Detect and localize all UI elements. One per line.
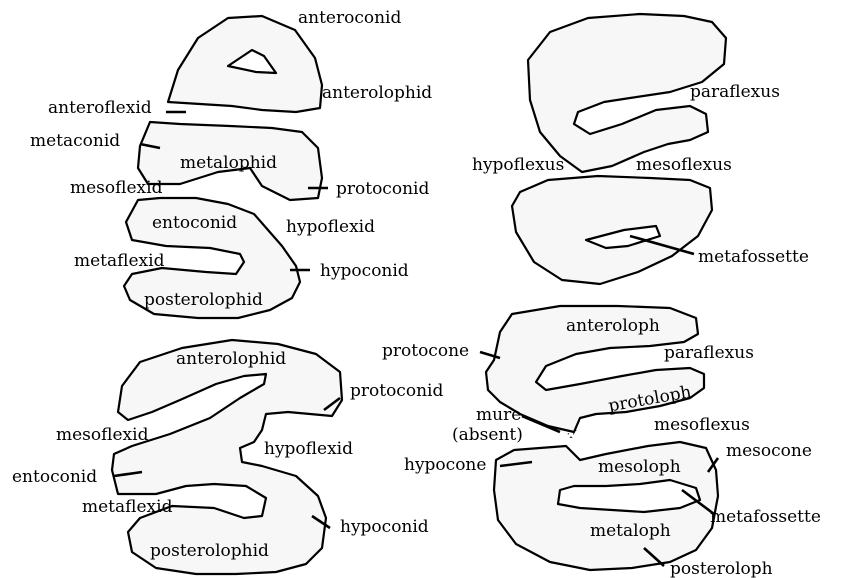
upper-molar-top-posterior-lobe [512,176,712,284]
label-posterolophid-bottom: posterolophid [150,541,269,561]
label-mesoflexid-bottom: mesoflexid [56,425,149,445]
label-absent: (absent) [452,425,523,445]
label-anteroconid: anteroconid [298,8,401,28]
label-protoconid-top: protoconid [336,179,429,199]
label-mesoflexid-top: mesoflexid [70,178,163,198]
label-hypoflexid-bottom: hypoflexid [264,439,353,459]
label-anteroflexid: anteroflexid [48,98,152,118]
label-mesocone: mesocone [726,441,812,461]
label-metalophid: metalophid [180,153,277,173]
label-anterolophid-bottom: anterolophid [176,349,286,369]
label-paraflexus-top: paraflexus [690,82,780,102]
label-mure: mure [476,405,521,425]
label-metaconid: metaconid [30,131,120,151]
label-entoconid-top: entoconid [152,213,237,233]
label-anteroloph: anteroloph [566,316,660,336]
label-entoconid-bottom: entoconid [12,467,97,487]
label-hypoconid-bottom: hypoconid [340,517,429,537]
label-metaflexid-top: metaflexid [74,251,165,271]
label-protocone: protocone [382,341,469,361]
label-metaflexid-bottom: metaflexid [82,497,173,517]
label-hypoconid-top: hypoconid [320,261,409,281]
label-posteroloph: posteroloph [670,559,773,578]
label-paraflexus-bottom: paraflexus [664,343,754,363]
label-metafossette-bottom: metafossette [710,507,821,527]
label-mesoloph: mesoloph [598,457,681,477]
label-hypoflexid-top: hypoflexid [286,217,375,237]
label-anterolophid-top: anterolophid [322,83,432,103]
label-hypoflexus: hypoflexus [472,155,564,175]
label-metafossette-top: metafossette [698,247,809,267]
label-mesoflexus-bottom: mesoflexus [654,415,750,435]
label-protoconid-bottom: protoconid [350,381,443,401]
label-mesoflexus-top: mesoflexus [636,155,732,175]
label-posterolophid-top: posterolophid [144,290,263,310]
label-metaloph: metaloph [590,521,671,541]
label-hypocone: hypocone [404,455,486,475]
